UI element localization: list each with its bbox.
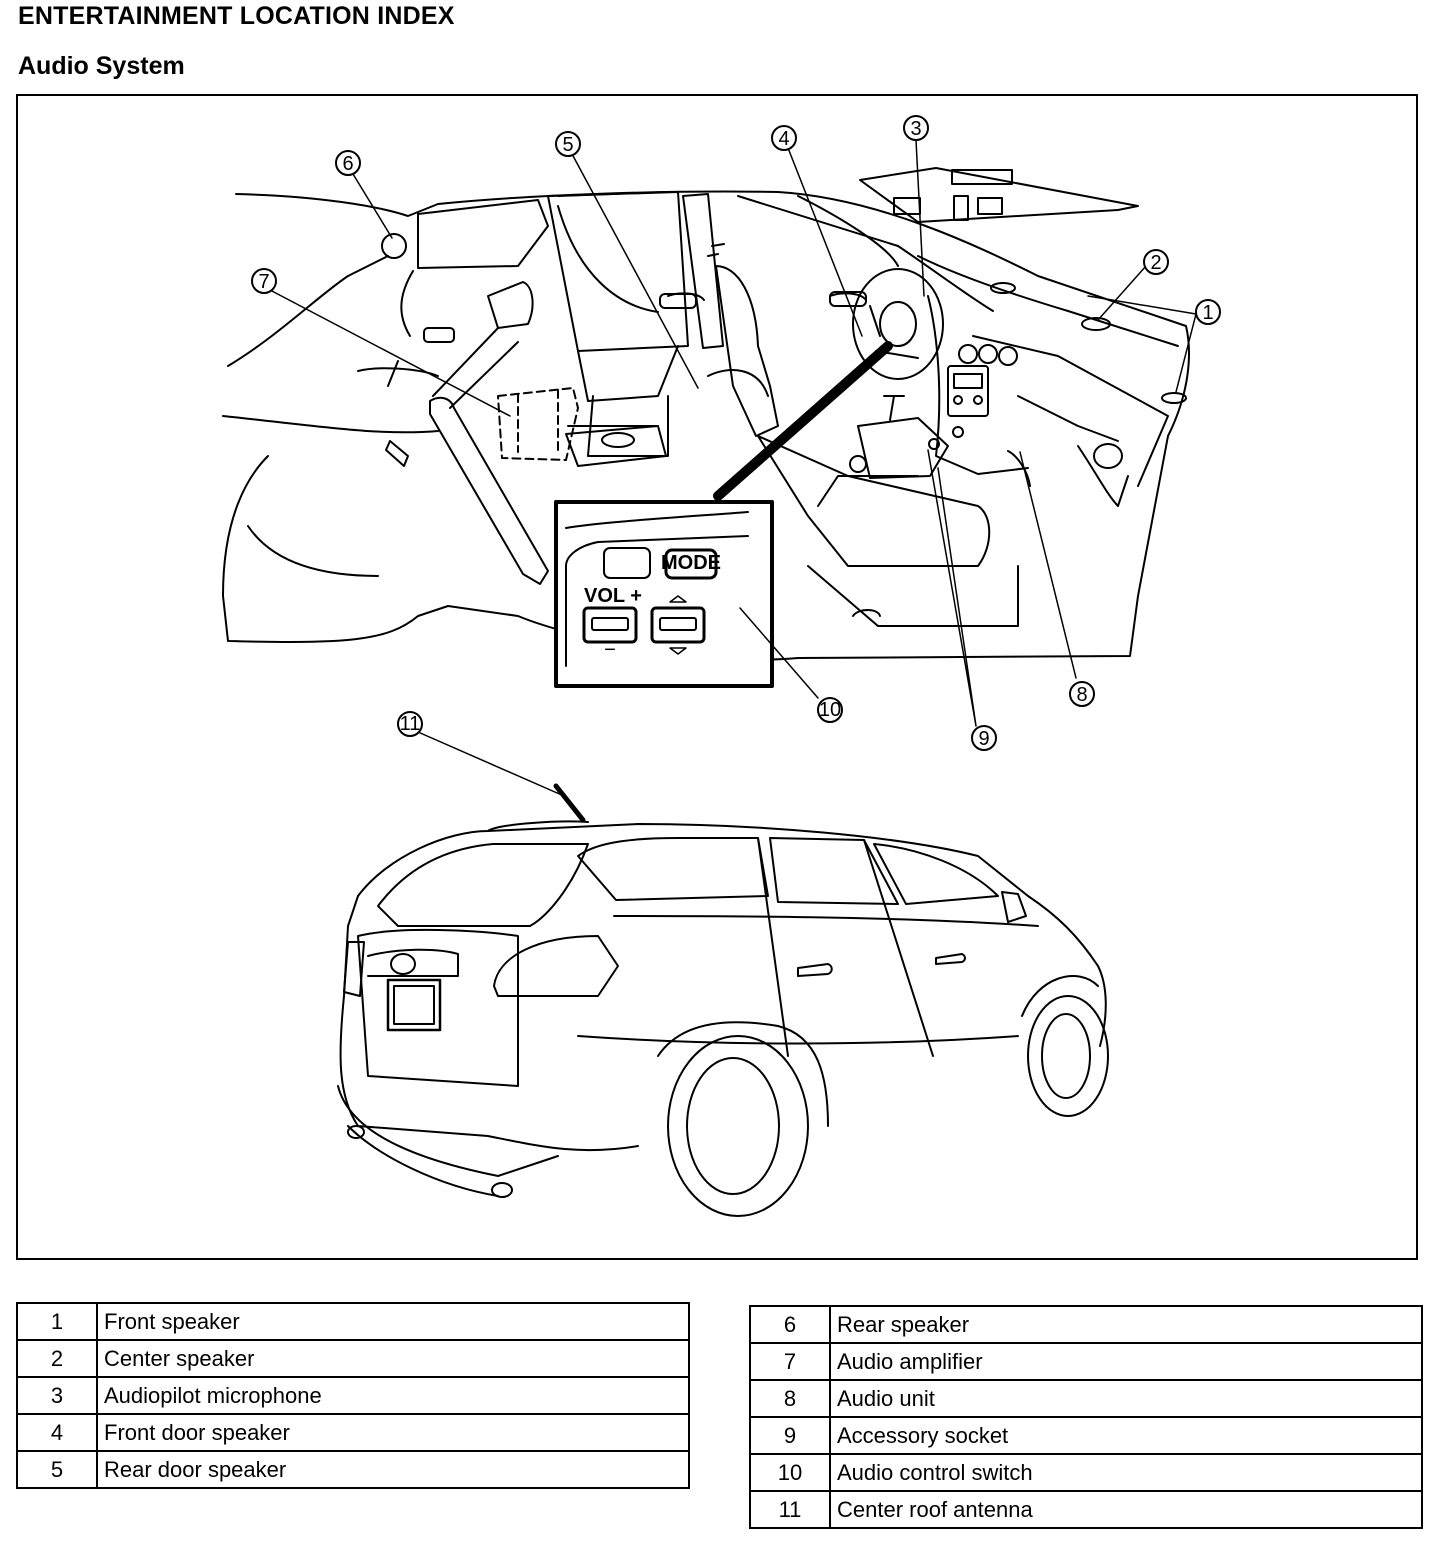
callout-11: 11 [397, 711, 423, 737]
callout-label: 8 [1076, 684, 1087, 706]
callout-label: 7 [258, 271, 269, 293]
callout-7: 7 [251, 268, 277, 294]
vol-label: VOL + [584, 585, 642, 607]
callout-8: 8 [1069, 681, 1095, 707]
callout-label: 3 [910, 118, 921, 140]
callout-label: 10 [819, 699, 841, 721]
interior-drawing [222, 167, 1190, 661]
vehicle-diagram: MODE VOL + − [222, 115, 1221, 1217]
callout-9: 9 [971, 725, 997, 751]
legend-item-name: Front door speaker [96, 1413, 690, 1452]
page-title: ENTERTAINMENT LOCATION INDEX [18, 2, 455, 30]
legend-item-name: Rear speaker [829, 1305, 1423, 1344]
legend-item-name: Audio amplifier [829, 1342, 1423, 1381]
legend-number: 1 [16, 1302, 98, 1341]
audio-system-figure: MODE VOL + − [16, 94, 1418, 1260]
callout-4: 4 [771, 125, 797, 151]
legend-item-name: Center speaker [96, 1339, 690, 1378]
legend-item-name: Audio unit [829, 1379, 1423, 1418]
legend-item-name: Audiopilot microphone [96, 1376, 690, 1415]
mode-label: MODE [661, 552, 721, 574]
legend-number: 4 [16, 1413, 98, 1452]
callouts [269, 139, 1197, 797]
callout-label: 4 [778, 128, 789, 150]
callout-label: 2 [1150, 252, 1161, 274]
legend-number: 5 [16, 1450, 98, 1489]
legend-number: 7 [749, 1342, 831, 1381]
callout-1: 1 [1195, 299, 1221, 325]
legend-item-name: Audio control switch [829, 1453, 1423, 1492]
exterior-suv-drawing [337, 783, 1109, 1217]
legend-item-name: Center roof antenna [829, 1490, 1423, 1529]
legend-number: 8 [749, 1379, 831, 1418]
callout-3: 3 [903, 115, 929, 141]
callout-2: 2 [1143, 249, 1169, 275]
legend-number: 10 [749, 1453, 831, 1492]
legend-item-name: Accessory socket [829, 1416, 1423, 1455]
callout-5: 5 [555, 131, 581, 157]
legend-item-name: Rear door speaker [96, 1450, 690, 1489]
callout-label: 11 [400, 713, 421, 735]
section-subtitle: Audio System [18, 52, 185, 80]
legend-number: 6 [749, 1305, 831, 1344]
legend-number: 9 [749, 1416, 831, 1455]
callout-label: 9 [978, 728, 989, 750]
callout-6: 6 [335, 150, 361, 176]
legend-number: 2 [16, 1339, 98, 1378]
callout-label: 6 [342, 153, 353, 175]
audio-control-switch-inset: MODE VOL + − [554, 500, 774, 688]
minus-label: − [604, 639, 616, 661]
legend-number: 3 [16, 1376, 98, 1415]
callout-label: 1 [1202, 302, 1213, 324]
callout-label: 5 [562, 134, 573, 156]
legend-item-name: Front speaker [96, 1302, 690, 1341]
callout-10: 10 [817, 697, 843, 723]
legend-number: 11 [749, 1490, 831, 1529]
